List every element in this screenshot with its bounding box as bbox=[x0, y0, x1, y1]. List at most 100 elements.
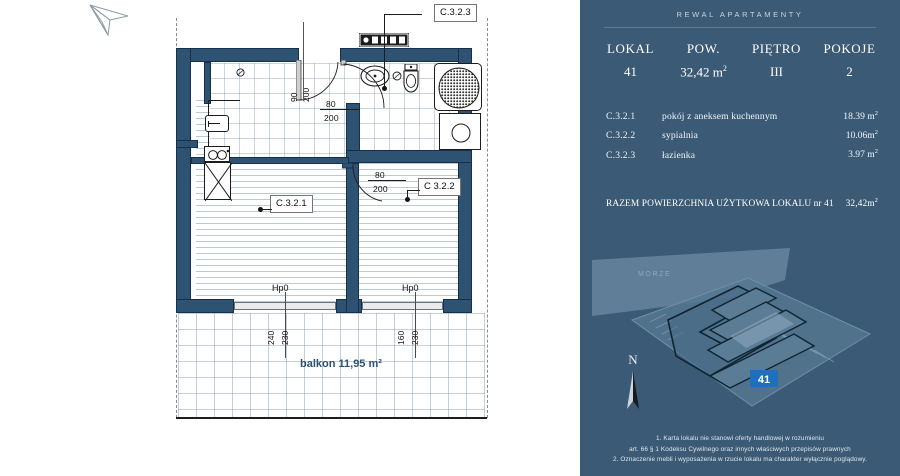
disclaimer-line-2: art. 66 § 1 Kodeksu Cywilnego oraz innyc… bbox=[629, 445, 851, 453]
room-area-value: 10.06m bbox=[845, 130, 875, 142]
wall-living-top bbox=[191, 157, 349, 164]
room-area-value: 3.97 m bbox=[848, 149, 875, 161]
stat-pokoje-label: POKOJE bbox=[823, 41, 876, 56]
wall-kitchen-stub bbox=[204, 62, 211, 104]
door-dim-bedroom-h: 200 bbox=[373, 184, 388, 194]
total-area-row: RAZEM POWIERZCHNIA UŻYTKOWA LOKALU nr 41… bbox=[606, 197, 878, 209]
stat-lokal: LOKAL 41 bbox=[594, 41, 667, 80]
window-dim-left-h: 230 bbox=[280, 330, 290, 345]
stat-pietro-value: III bbox=[770, 64, 783, 79]
brand-title: REWAL APARTAMENTY bbox=[676, 10, 804, 19]
cooktop-icon bbox=[204, 146, 230, 162]
stat-pow-number: 32,42 m bbox=[680, 64, 723, 80]
balcony-edge bbox=[176, 417, 487, 419]
wall-bath-side bbox=[346, 103, 360, 151]
stat-pietro: PIĘTRO III bbox=[740, 41, 813, 80]
site-plan[interactable]: MORZE bbox=[580, 238, 900, 418]
callout-c322[interactable]: C 3.2.2 bbox=[418, 178, 461, 196]
total-area-label: RAZEM POWIERZCHNIA UŻYTKOWA LOKALU nr 41 bbox=[606, 199, 834, 210]
header-divider bbox=[604, 27, 876, 28]
info-panel: REWAL APARTAMENTY LOKAL 41 POW. 32,42 m2… bbox=[580, 0, 900, 476]
washbasin-icon bbox=[360, 65, 390, 87]
stat-pow: POW. 32,42 m2 bbox=[667, 41, 740, 80]
door-swing-bedroom bbox=[342, 163, 383, 202]
wall-bottom-left bbox=[176, 299, 234, 313]
kitchen-fixture-icon bbox=[236, 68, 245, 77]
door-dim-hall-w: 80 bbox=[326, 99, 336, 109]
unit-marker-label: 41 bbox=[758, 374, 770, 386]
rooms-table: C.3.2.1 pokój z aneksem kuchennym 18.39 … bbox=[606, 110, 878, 168]
window-left-leader bbox=[285, 292, 286, 358]
leader-dot-bedroom bbox=[405, 197, 410, 202]
unit-marker: 41 bbox=[750, 370, 778, 387]
window-right bbox=[362, 302, 443, 310]
room-code: C.3.2.3 bbox=[606, 149, 636, 161]
window-dim-right-h: 230 bbox=[410, 330, 420, 345]
door-dim-bedroom-w: 80 bbox=[375, 170, 385, 180]
kitchen-counter-top bbox=[208, 100, 240, 102]
door-dim-hall-h: 200 bbox=[324, 113, 339, 123]
courtyard bbox=[730, 312, 794, 348]
window-right-leader bbox=[415, 292, 416, 358]
door-swing-bathroom bbox=[296, 60, 339, 101]
door-dim-hall-rule bbox=[320, 109, 360, 110]
guide-line-top bbox=[303, 22, 305, 100]
stat-pokoje: POKOJE 2 bbox=[813, 41, 886, 80]
door-dim-bathroom-w: 90 bbox=[289, 92, 299, 102]
toilet-icon bbox=[403, 64, 419, 93]
room-name: sypialnia bbox=[662, 130, 698, 142]
callout-c323[interactable]: C.3.2.3 bbox=[434, 4, 477, 22]
room-area: 10.06m2 bbox=[822, 129, 878, 141]
total-area-value: 32,42m2 bbox=[846, 197, 878, 209]
disclaimer: 1. Karta lokalu nie stanowi oferty handl… bbox=[596, 434, 884, 466]
leader-vert-bedroom bbox=[407, 191, 409, 199]
room-code: C.3.2.2 bbox=[606, 130, 636, 142]
callout-c321[interactable]: C.3.2.1 bbox=[270, 195, 313, 213]
unit-marker-box bbox=[750, 370, 778, 387]
stat-pow-label: POW. bbox=[686, 41, 721, 56]
sink-drain-icon bbox=[208, 120, 210, 127]
paper-plane-icon bbox=[89, 4, 129, 36]
north-indicator: N bbox=[625, 352, 641, 411]
sea-area bbox=[592, 248, 790, 316]
door-dim-bedroom-rule bbox=[368, 180, 406, 181]
sink-tap-icon bbox=[209, 123, 220, 125]
window-sill-left: Hp0 bbox=[272, 283, 289, 293]
bedroom-floor bbox=[358, 163, 472, 311]
leader-elbow-bedroom bbox=[407, 190, 420, 192]
window-dim-left-w: 240 bbox=[266, 330, 276, 345]
room-name: pokój z aneksem kuchennym bbox=[662, 111, 778, 123]
room-area-sup: 2 bbox=[874, 129, 878, 137]
total-area-sup: 2 bbox=[874, 197, 878, 204]
stat-pow-sup: 2 bbox=[722, 64, 727, 73]
room-area-sup: 2 bbox=[874, 148, 878, 156]
stat-pietro-label: PIĘTRO bbox=[751, 41, 802, 56]
window-sill-right: Hp0 bbox=[402, 283, 419, 293]
door-swing-hall bbox=[340, 60, 385, 109]
table-row: C.3.2.2 sypialnia 10.06m2 bbox=[606, 129, 878, 141]
wall-top-left bbox=[176, 48, 299, 62]
room-code: C.3.2.1 bbox=[606, 111, 636, 123]
washing-machine-icon bbox=[439, 113, 481, 150]
building-block-e bbox=[708, 333, 816, 389]
stat-lokal-label: LOKAL bbox=[606, 41, 655, 56]
bathroom-fixture-icon bbox=[392, 71, 402, 81]
table-row: C.3.2.1 pokój z aneksem kuchennym 18.39 … bbox=[606, 110, 878, 122]
room-area-sup: 2 bbox=[874, 110, 878, 117]
room-name: łazienka bbox=[662, 149, 696, 161]
stats-row: LOKAL 41 POW. 32,42 m2 PIĘTRO III POKOJE… bbox=[594, 41, 886, 80]
total-area-number: 32,42m bbox=[845, 199, 875, 210]
wall-left bbox=[176, 48, 191, 313]
room-area: 3.97 m2 bbox=[822, 148, 878, 160]
leader-dot-bathroom bbox=[382, 86, 387, 91]
wall-bathroom-bottom bbox=[346, 150, 472, 163]
balcony-area-label: balkon 11,95 m² bbox=[300, 358, 382, 370]
floor-plan: 90 200 80 200 80 200 C.3.2.3 C.3.2.1 C 3… bbox=[89, 4, 488, 419]
north-arrow-icon bbox=[627, 371, 639, 409]
boundary-dash-right bbox=[487, 18, 488, 418]
north-letter: N bbox=[628, 352, 638, 367]
stat-lokal-value: 41 bbox=[624, 64, 637, 79]
stat-pow-value: 32,42 m2 bbox=[667, 64, 740, 80]
kitchen-floor bbox=[209, 63, 301, 163]
